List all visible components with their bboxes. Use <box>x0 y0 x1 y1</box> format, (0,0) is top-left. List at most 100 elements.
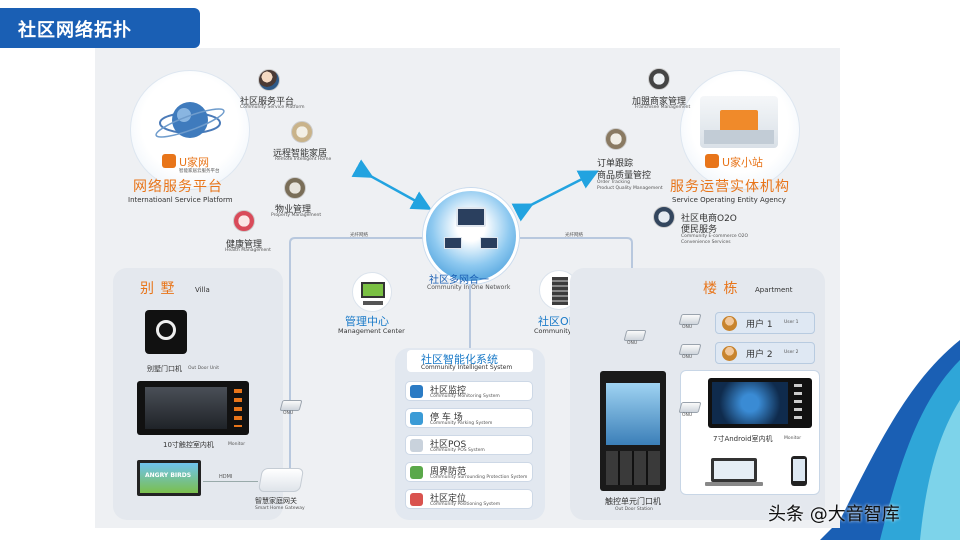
right-service-2-en: Community E-commerce O2O <box>681 234 749 239</box>
villa-door-unit-cn: 别墅门口机 <box>147 365 182 373</box>
ecommerce-icon <box>653 206 675 228</box>
left-brand-name: 网络服务平台 <box>133 179 223 195</box>
apartment-onu-monitor: ONU <box>678 402 702 418</box>
onu-label: ONU <box>682 413 693 418</box>
intelligent-item-0-en: Community Monitoring System <box>430 394 500 399</box>
villa-onu-label: ONU <box>283 411 294 416</box>
intelligent-item-0-cn: 社区监控 <box>430 386 467 396</box>
left-logo-text: U家网 <box>179 156 210 169</box>
apartment-user-2-cn: 用户 2 <box>746 350 773 360</box>
villa-title: 别 墅 <box>140 281 176 297</box>
intelligent-item-1: 停 车 场 Community Parking System <box>405 408 533 428</box>
positioning-icon <box>410 493 423 506</box>
intelligent-item-2-cn: 社区POS <box>430 440 467 450</box>
apartment-monitor <box>708 378 812 428</box>
left-service-0-cn: 社区服务平台 <box>240 97 295 107</box>
laptop-icon <box>711 458 757 482</box>
fiber-label-left: 光纤网络 <box>350 233 368 238</box>
intelligent-item-2-en: Community POS System <box>430 448 485 453</box>
right-service-2-en2: Convenience Services <box>681 240 731 245</box>
service-platform-icon <box>258 69 280 91</box>
left-logo-sub: 智能家居云服务平台 <box>179 169 220 174</box>
left-logo-mark <box>162 154 176 168</box>
apartment-user-1: 用户 1 User 1 <box>715 312 815 334</box>
order-tracking-icon <box>605 128 627 150</box>
onu-label: ONU <box>682 325 693 330</box>
user-icon <box>722 346 737 361</box>
parking-icon <box>410 412 423 425</box>
left-service-0-en: Community Service Platform <box>240 105 305 110</box>
user-icon <box>722 316 737 331</box>
onu-label: ONU <box>627 341 638 346</box>
villa-door-unit-en: Out Door Unit <box>188 366 220 371</box>
hdmi-line <box>203 481 258 482</box>
left-service-1-cn: 远程智能家居 <box>273 149 328 159</box>
intelligent-title-en: Community Intelligent System <box>421 364 513 371</box>
apartment-onu-user1: ONU <box>678 314 702 330</box>
villa-gateway <box>257 468 305 492</box>
right-service-1-en2: Product Quality Management <box>597 186 663 191</box>
villa-monitor <box>137 381 249 435</box>
left-service-3-cn: 健康管理 <box>226 240 263 250</box>
center-network-cn: 社区多网合一 <box>429 275 489 286</box>
intelligent-item-3: 周界防范 Community Surrounding Protection Sy… <box>405 462 533 482</box>
right-service-2-cn2: 便民服务 <box>681 225 718 235</box>
center-network-node <box>423 188 519 284</box>
right-logo-text: U家小站 <box>722 156 764 169</box>
left-brand-name-en: Internatioanl Service Platform <box>128 196 233 204</box>
storefront-image <box>700 96 778 148</box>
villa-door-unit <box>145 310 187 354</box>
left-service-2-en: Property Management <box>271 213 322 218</box>
intelligent-item-1-en: Community Parking System <box>430 421 493 426</box>
intelligent-header <box>407 350 533 372</box>
fiber-label-right: 光纤网络 <box>565 233 583 238</box>
apartment-door-station-cn: 触控单元门口机 <box>605 497 661 506</box>
villa-gateway-en: Smart Home Gateway <box>255 506 305 511</box>
right-logo-mark <box>705 154 719 168</box>
title-tag: 社区网络拓扑 <box>0 8 200 48</box>
onu-label: ONU <box>682 355 693 360</box>
watermark: 头条 @大音智库 <box>768 504 900 525</box>
intelligent-item-4-cn: 社区定位 <box>430 494 467 504</box>
villa-title-en: Villa <box>195 286 210 294</box>
apartment-onu-main: ONU <box>623 330 647 346</box>
apartment-door-station <box>600 371 666 491</box>
villa-hdmi-label: HDMI <box>219 474 233 480</box>
olt-en: Community OLT <box>534 327 586 335</box>
olt-cn: 社区OLT <box>538 315 580 328</box>
right-service-1-cn: 订单跟踪 <box>597 159 634 169</box>
pos-icon <box>410 439 423 452</box>
right-service-2-cn: 社区电商O2O <box>681 214 737 224</box>
left-service-3-en: Health Management <box>225 248 271 253</box>
villa-monitor-cn: 10寸触控室内机 <box>163 441 214 449</box>
intelligent-item-1-cn: 停 车 场 <box>430 413 463 423</box>
right-service-1-cn2: 商品质量管控 <box>597 171 652 181</box>
diagram-panel: U家网 智能家居云服务平台 网络服务平台 Internatioanl Servi… <box>95 48 840 528</box>
center-network-en: Community In One Network <box>427 284 511 291</box>
right-service-1-en: Order Tracking <box>597 180 630 185</box>
apartment-monitor-cn: 7寸Android室内机 <box>713 435 773 443</box>
intelligent-item-0: 社区监控 Community Monitoring System <box>405 381 533 401</box>
villa-onu: ONU <box>279 400 303 416</box>
monitoring-icon <box>410 385 423 398</box>
apartment-onu-user2: ONU <box>678 344 702 360</box>
slide-title: 社区网络拓扑 <box>18 20 132 41</box>
intelligent-item-3-en: Community Surrounding Protection System <box>430 475 528 480</box>
villa-tv: ANGRY BIRDS <box>137 460 201 496</box>
management-computer-icon <box>352 272 392 312</box>
apartment-title: 楼 栋 <box>703 281 739 297</box>
intelligent-item-2: 社区POS Community POS System <box>405 435 533 455</box>
right-brand-name: 服务运营实体机构 <box>670 179 790 195</box>
villa-tv-game: ANGRY BIRDS <box>145 472 192 479</box>
apartment-user-2-en: User 2 <box>784 350 799 355</box>
right-brand-name-en: Service Operating Entity Agency <box>672 196 786 204</box>
property-icon <box>284 177 306 199</box>
villa-gateway-cn: 智慧家庭网关 <box>255 497 297 505</box>
perimeter-icon <box>410 466 423 479</box>
apartment-user-2: 用户 2 User 2 <box>715 342 815 364</box>
phone-icon <box>791 456 807 486</box>
intelligent-item-3-cn: 周界防范 <box>430 467 467 477</box>
villa-monitor-en: Monitor <box>228 442 246 447</box>
left-service-1-en: Remote Intelligent Home <box>275 157 332 162</box>
